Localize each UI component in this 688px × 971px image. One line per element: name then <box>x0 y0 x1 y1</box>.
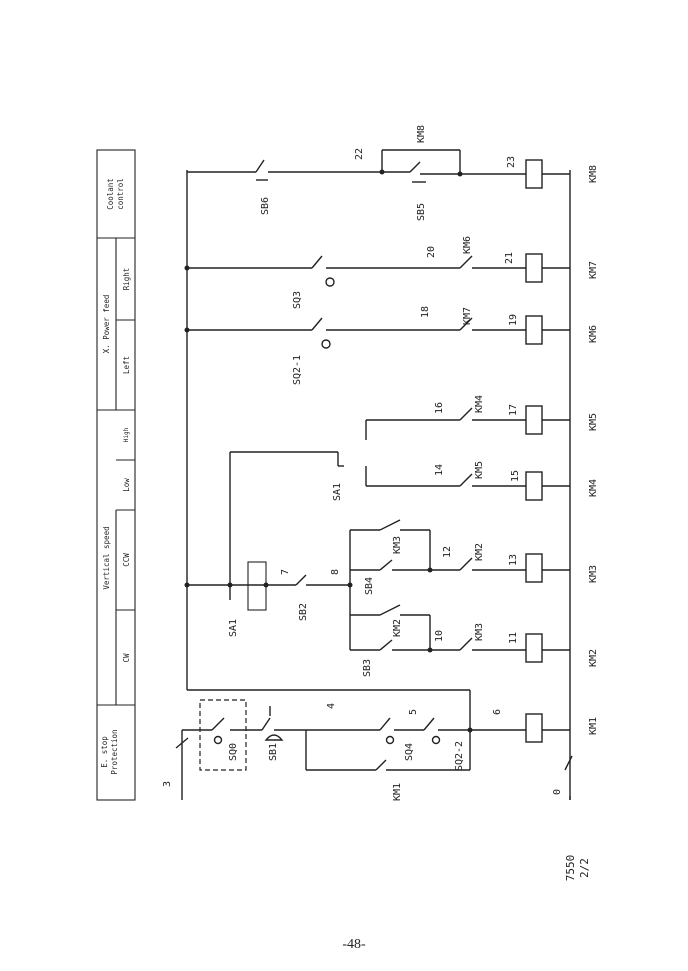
table-high: High <box>123 427 130 442</box>
coil-km3 <box>525 553 543 583</box>
label-km5-contact: KM5 <box>474 461 485 479</box>
table-low: Low <box>122 478 131 492</box>
wire-4: 4 <box>326 703 337 709</box>
coil-label-km8: KM8 <box>588 165 599 183</box>
wire-19: 19 <box>508 314 519 326</box>
wire-13: 13 <box>508 554 519 566</box>
label-sb5: SB5 <box>416 203 427 221</box>
coil-label-km6: KM6 <box>588 325 599 343</box>
wire-numbers: 0 3 4 5 6 7 8 10 11 12 13 14 15 16 17 18… <box>162 148 563 795</box>
wire-5: 5 <box>408 709 419 715</box>
label-km1-contact: KM1 <box>392 783 403 801</box>
label-sb6: SB6 <box>260 197 271 215</box>
label-km8-contact: KM8 <box>416 125 427 143</box>
coil-km5 <box>525 405 543 435</box>
wire-3: 3 <box>162 781 173 787</box>
km8-rung <box>187 149 570 189</box>
wire-16: 16 <box>434 402 445 414</box>
km2-km3-rungs <box>184 519 570 663</box>
label-km6-contact: KM6 <box>462 236 473 254</box>
label-sq4: SQ4 <box>404 743 415 761</box>
label-sb3: SB3 <box>362 659 373 677</box>
km4-km5-rungs <box>229 405 570 585</box>
function-table: E. stop Protection Coolant control X. Po… <box>96 149 136 801</box>
component-labels: SQ0 SB1 KM1 SQ4 SQ2-2 SA1 SB2 SB3 SB4 KM… <box>228 125 485 801</box>
table-vertical-speed: Vertical speed <box>102 526 111 589</box>
coil-km7 <box>525 253 543 283</box>
wire-11: 11 <box>508 632 519 644</box>
coil-label-km7: KM7 <box>588 261 599 279</box>
coil-km6 <box>525 315 543 345</box>
coil-km2 <box>525 633 543 663</box>
table-protection: Protection <box>110 729 119 774</box>
table-cw: CW <box>122 653 131 663</box>
coil-km1 <box>525 713 543 743</box>
table-left: Left <box>122 356 131 374</box>
label-sb1: SB1 <box>268 743 279 761</box>
table-right: Right <box>122 268 131 291</box>
label-km4-contact: KM4 <box>474 395 485 413</box>
wire-22: 22 <box>354 148 365 160</box>
table-coolant: Coolant <box>106 178 115 210</box>
wire-0: 0 <box>552 789 563 795</box>
wire-20: 20 <box>426 246 437 258</box>
wire-18: 18 <box>420 306 431 318</box>
wire-17: 17 <box>508 404 519 416</box>
wire-8: 8 <box>330 569 341 575</box>
wire-23: 23 <box>506 156 517 168</box>
label-sq0: SQ0 <box>228 743 239 761</box>
coil-label-km3: KM3 <box>588 565 599 583</box>
label-sb2: SB2 <box>298 603 309 621</box>
table-control: control <box>116 178 125 210</box>
coil-label-km2: KM2 <box>588 649 599 667</box>
wire-21: 21 <box>504 252 515 264</box>
coil-label-km1: KM1 <box>588 717 599 735</box>
coil-label-km5: KM5 <box>588 413 599 431</box>
wire-6: 6 <box>492 709 503 715</box>
label-sa1-a: SA1 <box>228 619 239 637</box>
label-sq2-1: SQ2-1 <box>292 355 303 385</box>
table-ccw: CCW <box>122 553 131 567</box>
wire-7: 7 <box>280 569 291 575</box>
label-km3-contact-b: KM3 <box>474 623 485 641</box>
wire-10: 10 <box>434 630 445 642</box>
coil-labels: KM1 KM2 KM3 KM4 KM5 KM6 KM7 KM8 <box>588 165 599 735</box>
wire-15: 15 <box>510 470 521 482</box>
wire-12: 12 <box>442 546 453 558</box>
label-km7-contact: KM7 <box>462 307 473 325</box>
sheet-number: 2/2 <box>578 858 591 878</box>
coil-km8 <box>525 159 543 189</box>
label-sq3: SQ3 <box>292 291 303 309</box>
label-sb4: SB4 <box>364 577 375 595</box>
label-sa1-b: SA1 <box>332 483 343 501</box>
label-km2-contact-a: KM2 <box>392 619 403 637</box>
km1-rung <box>182 689 570 771</box>
table-x-power-feed: X. Power feed <box>102 295 111 354</box>
label-km2-contact-b: KM2 <box>474 543 485 561</box>
power-rails <box>175 170 573 800</box>
coil-km4 <box>525 471 543 501</box>
km6-km7-rungs <box>184 253 570 349</box>
coil-label-km4: KM4 <box>588 479 599 497</box>
page-number: -48- <box>342 937 366 952</box>
label-sq2-2: SQ2-2 <box>454 741 465 771</box>
table-estop: E. stop <box>100 736 109 768</box>
wire-14: 14 <box>434 464 445 476</box>
sheet-id: 7550 <box>564 855 577 882</box>
label-km3-contact-a: KM3 <box>392 536 403 554</box>
